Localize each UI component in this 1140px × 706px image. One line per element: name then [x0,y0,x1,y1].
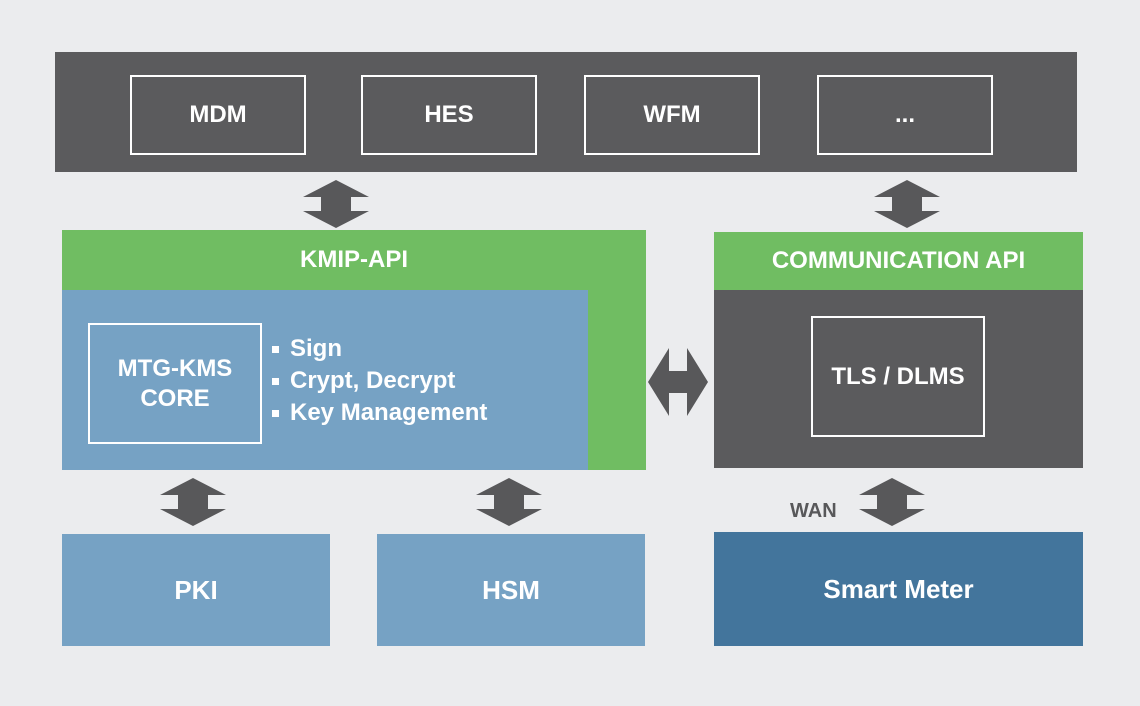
kms-feature-list: Sign Crypt, Decrypt Key Management [272,333,487,429]
feature-item-sign: Sign [272,333,487,365]
bullet-icon [272,345,279,353]
pki-label: PKI [174,574,218,605]
app-box-hes: HES [361,75,537,155]
kms-core-label: MTG-KMS CORE [117,354,233,412]
communication-api-header: COMMUNICATION API [714,232,1083,290]
kmip-side-strip [588,290,646,470]
hsm-label: HSM [482,574,540,605]
app-label-mdm: MDM [189,101,247,128]
wan-label: WAN [790,500,837,522]
communication-panel [714,290,1083,468]
protocol-box: TLS / DLMS [811,316,985,437]
app-box-wfm: WFM [584,75,760,155]
feature-label: Sign [290,335,342,362]
pki-box: PKI [62,534,330,646]
double-arrow-vertical-icon [476,478,542,526]
protocol-label: TLS / DLMS [831,362,965,390]
kms-core-panel [62,290,588,470]
feature-label: Crypt, Decrypt [290,367,456,394]
double-arrow-horizontal-icon [648,348,708,416]
communication-api-label: COMMUNICATION API [771,247,1026,274]
app-label-more: ... [894,101,915,128]
app-label-wfm: WFM [643,101,701,128]
double-arrow-vertical-icon [303,180,369,228]
feature-item-key-management: Key Management [272,397,487,429]
bullet-icon [272,409,279,417]
hsm-box: HSM [377,534,645,646]
kmip-api-header: KMIP-API [62,230,646,290]
kmip-api-label: KMIP-API [300,246,408,273]
double-arrow-vertical-icon [160,478,226,526]
smart-meter-label: Smart Meter [823,573,974,604]
app-label-hes: HES [424,101,474,128]
app-box-mdm: MDM [130,75,306,155]
app-box-more: ... [817,75,993,155]
double-arrow-vertical-icon [859,478,925,526]
bullet-icon [272,377,279,385]
applications-bar [55,52,1077,172]
feature-label: Key Management [290,399,488,426]
kms-core-box: MTG-KMS CORE [88,323,262,444]
smart-meter-box: Smart Meter [714,532,1083,646]
double-arrow-vertical-icon [874,180,940,228]
feature-item-crypt: Crypt, Decrypt [272,365,487,397]
